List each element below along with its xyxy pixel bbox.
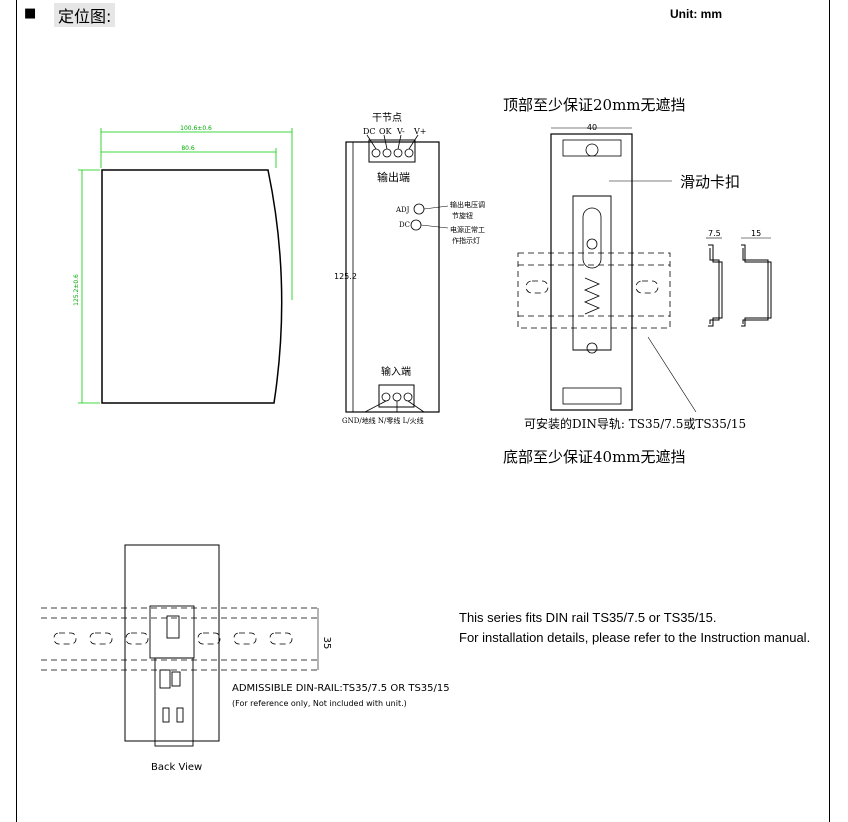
input-label: 输入端 <box>381 365 411 378</box>
din-rail-dashed-bottom <box>41 607 318 671</box>
page-frame <box>16 0 830 822</box>
profile-a-label: 7.5 <box>708 229 721 238</box>
adj-label: ADJ <box>395 206 410 214</box>
back-view-top: 顶部至少保证20mm无遮挡 40 滑动卡扣 可安装的DIN导轨: TS35/7.… <box>503 96 772 466</box>
top-clearance-label: 顶部至少保证20mm无遮挡 <box>503 96 686 114</box>
dim-height: 125.2±0.6 <box>73 274 80 306</box>
led-desc-1: 电源正常工 <box>450 225 485 234</box>
output-label: 输出端 <box>377 170 410 184</box>
dim-total-width: 100.6±0.6 <box>180 125 212 132</box>
reference-note: (For reference only, Not included with u… <box>232 699 407 708</box>
header-bullet: ■ <box>24 6 37 21</box>
side-view: 100.6±0.6 80.6 125.2±0.6 <box>73 125 293 404</box>
back-width-label: 40 <box>587 123 597 132</box>
rail-height-label: 35 <box>321 637 332 650</box>
back-view-caption: Back View <box>151 762 202 773</box>
din-rail-dashed <box>517 252 671 329</box>
dim-width: 80.6 <box>181 145 195 152</box>
note-line-1: This series fits DIN rail TS35/7.5 or TS… <box>459 610 717 625</box>
adj-knob-icon <box>413 203 425 215</box>
input-terminal-block <box>378 384 415 408</box>
height-label: 125.2 <box>334 272 357 281</box>
led-indicator-icon <box>410 219 422 231</box>
terminal-vminus: V- <box>396 127 405 136</box>
side-view-outline <box>101 169 283 404</box>
unit-label: Unit: mm <box>670 7 722 21</box>
note-line-2: For installation details, please refer t… <box>459 630 811 645</box>
output-terminal-block <box>368 139 416 163</box>
terminal-ok: OK <box>379 127 393 136</box>
admissible-rail-label: ADMISSIBLE DIN-RAIL:TS35/7.5 OR TS35/15 <box>232 683 450 694</box>
bottom-clearance-label: 底部至少保证40mm无遮挡 <box>503 448 686 466</box>
adj-desc-1: 输出电压调 <box>450 200 485 209</box>
input-terminals-label: GND/地线 N/零线 L/火线 <box>342 416 424 425</box>
led-desc-2: 作指示灯 <box>452 236 480 245</box>
spring-icon <box>583 277 601 315</box>
front-view-outline <box>345 141 440 413</box>
rail-profiles <box>706 237 772 327</box>
mount-clip <box>149 605 195 747</box>
slider-clip <box>572 195 612 351</box>
dry-contact-label: 干节点 <box>372 112 402 124</box>
terminal-vplus: V+ <box>413 127 426 136</box>
adj-desc-2: 节旋钮 <box>452 211 473 220</box>
profile-b-label: 15 <box>751 229 761 238</box>
back-view-bottom: 35 ADMISSIBLE DIN-RAIL:TS35/7.5 OR TS35/… <box>41 544 450 773</box>
slider-label: 滑动卡扣 <box>680 173 740 191</box>
rail-label: 可安装的DIN导轨: TS35/7.5或TS35/15 <box>524 416 746 431</box>
led-label: DC <box>399 221 410 229</box>
front-view: 干节点 DC OK V- V+ 输出端 ADJ 输出电压调 节旋钮 DC 电源正… <box>334 112 485 425</box>
terminal-dc: DC <box>363 127 376 136</box>
back-view-outline <box>550 133 633 411</box>
unit-outline <box>124 544 220 742</box>
page-title: 定位图: <box>54 3 116 27</box>
